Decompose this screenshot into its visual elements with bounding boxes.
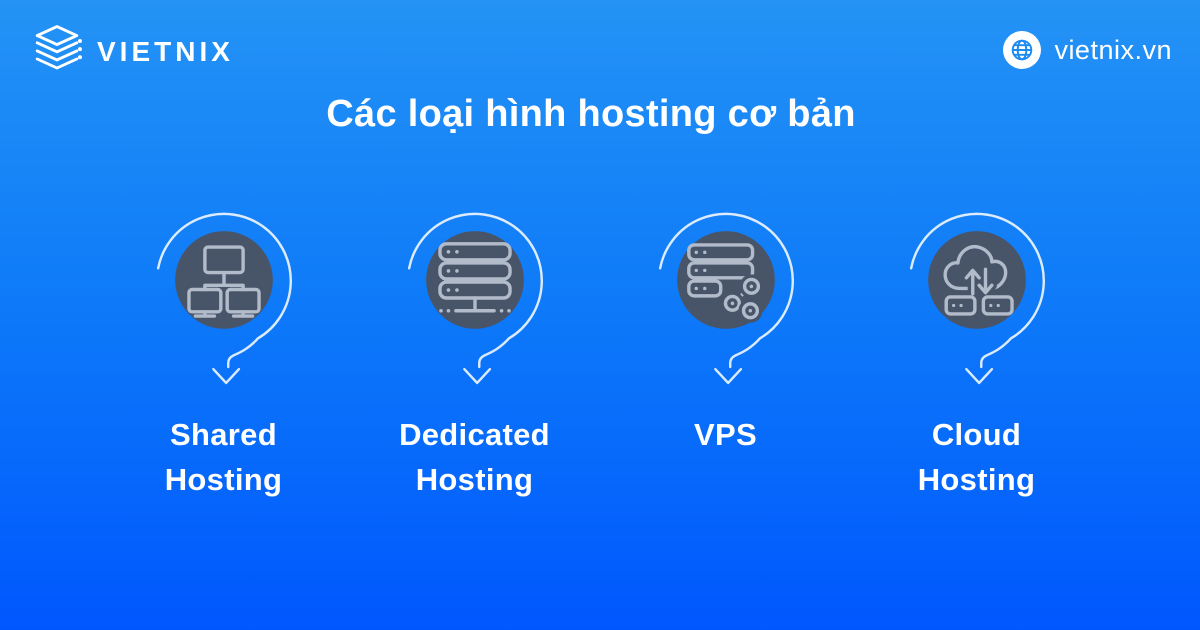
cloud-hosting-badge [909, 212, 1045, 385]
circle-arrow-icon [407, 212, 543, 385]
hosting-type-label: Shared Hosting [164, 417, 283, 497]
hosting-type-label: Dedicated Hosting [399, 417, 550, 497]
globe-icon [1003, 31, 1042, 69]
hosting-type-cloud: Cloud Hosting [851, 195, 1102, 502]
stacked-layers-logo-icon [35, 25, 82, 70]
site-url: vietnix.vn [1054, 34, 1172, 65]
circle-arrow-icon [156, 212, 292, 385]
brand-logo: VIETNIX [30, 23, 234, 77]
hosting-types-row: Shared Hosting [98, 195, 1102, 502]
hosting-type-shared: Shared Hosting [98, 195, 349, 502]
cloud-servers-icon [942, 244, 1014, 316]
page-title: Các loại hình hosting cơ bản [326, 93, 856, 135]
hosting-type-label: VPS [694, 417, 757, 452]
network-computers-icon [186, 245, 261, 318]
circle-arrow-icon [658, 212, 794, 385]
brand-name: VIETNIX [97, 36, 234, 67]
hosting-type-dedicated: Dedicated Hosting [349, 195, 600, 502]
circle-arrow-icon [909, 212, 1045, 385]
server-rack-icon [437, 242, 512, 313]
dedicated-hosting-badge [407, 212, 543, 385]
server-network-share-icon [686, 243, 763, 323]
hosting-type-label: Cloud Hosting [917, 417, 1036, 497]
site-url-block: vietnix.vn [1003, 31, 1172, 69]
hosting-type-vps: VPS [600, 195, 851, 502]
vps-badge [658, 212, 794, 385]
shared-hosting-badge [156, 212, 292, 385]
